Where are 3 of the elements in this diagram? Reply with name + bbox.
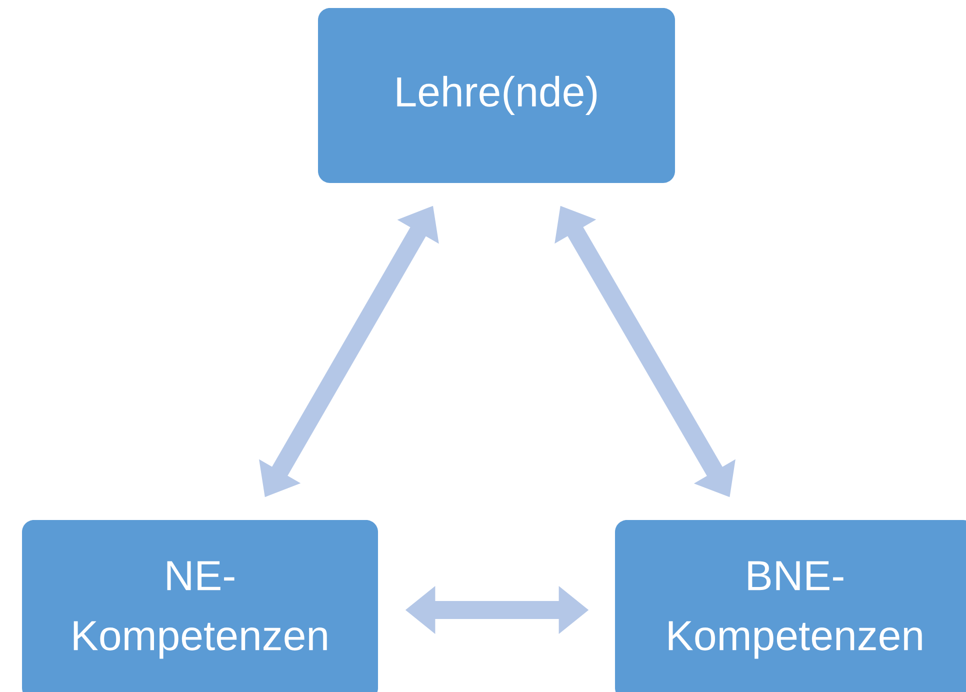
- process-box: BNE-Kompetenzen: [615, 520, 966, 692]
- process-box: Lehre(nde): [318, 8, 675, 183]
- process-box: NE-Kompetenzen: [22, 520, 378, 692]
